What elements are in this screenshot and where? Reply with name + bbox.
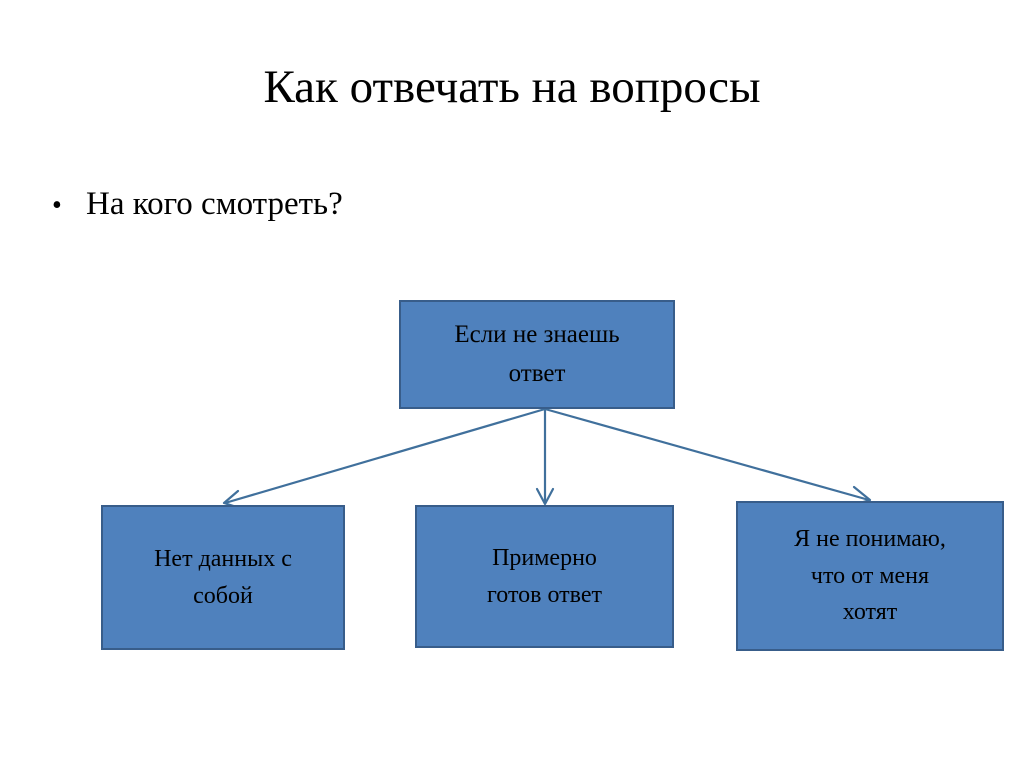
connector-root-to-approx [535,409,555,506]
diagram-node-no-data-label: Нет данных с собой [154,546,292,609]
bullet-list-item: • На кого смотреть? [52,186,343,222]
diagram-node-no-data[interactable]: Нет данных с собой [101,505,345,650]
diagram-node-root[interactable]: Если не знаешь ответ [399,300,675,409]
bullet-marker-icon: • [52,190,62,221]
diagram-node-approximate-answer-label: Примерно готов ответ [487,545,602,608]
diagram-node-approximate-answer[interactable]: Примерно готов ответ [415,505,674,648]
diagram-node-dont-understand[interactable]: Я не понимаю, что от меня хотят [736,501,1004,651]
bullet-item-label: На кого смотреть? [86,186,343,222]
connector-root-to-no-data [222,407,546,510]
diagram-node-root-label: Если не знаешь ответ [454,320,620,387]
connector-root-to-confused [544,407,872,507]
diagram-node-dont-understand-label: Я не понимаю, что от меня хотят [794,526,946,626]
page-title: Как отвечать на вопросы [263,61,761,113]
